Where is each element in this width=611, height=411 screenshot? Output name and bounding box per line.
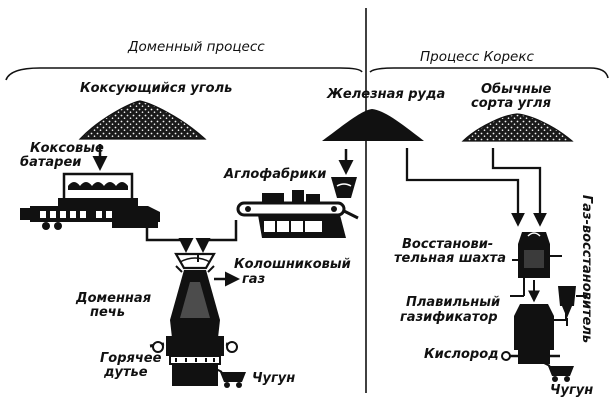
regular-coal-label-line1: Обычные	[481, 82, 552, 97]
pig-iron-right-label: Чугун	[550, 383, 594, 398]
coking-coal-pile	[78, 100, 207, 140]
hot-blast-label-line1: Горячее	[100, 351, 162, 366]
right-section-bracket	[369, 67, 609, 79]
corex-feed-lines	[405, 148, 547, 227]
sinter-plant	[236, 177, 359, 238]
regular-coal-pile	[461, 113, 574, 142]
pig-iron-ladle-left	[213, 367, 246, 388]
left-section-bracket	[5, 67, 363, 81]
melter-gasifier	[501, 304, 560, 364]
top-gas-label-line1: Колошниковый	[234, 257, 351, 272]
coking-coal-label: Коксующийся уголь	[80, 81, 233, 96]
regular-coal-label-line2: сорта угля	[471, 96, 551, 111]
blast-furnace-label-line1: Доменная	[76, 291, 152, 306]
melter-gasifier-label-line1: Плавильный	[406, 295, 501, 310]
reduction-shaft	[512, 232, 562, 278]
hot-blast-label-line2: дутье	[104, 365, 148, 380]
section-dividers	[5, 8, 609, 393]
top-gas-label-line2: газ	[242, 272, 266, 287]
oxygen-label: Кислород	[424, 347, 499, 362]
blast-furnace-label-line2: печь	[90, 305, 125, 320]
iron-ore-label: Железная руда	[327, 87, 446, 102]
blast-furnace	[149, 252, 238, 386]
corex-section-title: Процесс Корекс	[420, 49, 534, 65]
reduction-shaft-label-line2: тельная шахта	[394, 251, 506, 266]
coke-batteries-label-line2: батареи	[20, 155, 82, 170]
pig-iron-ladle-right	[541, 361, 574, 382]
iron-ore-pile	[322, 109, 424, 141]
coke-battery	[20, 172, 160, 230]
reducing-gas-cyclone	[558, 286, 586, 326]
feed-lines-to-furnace	[145, 220, 238, 253]
coke-batteries-label-line1: Коксовые	[30, 141, 104, 156]
reducing-gas-label: Газ-восстановитель	[579, 194, 595, 344]
blast-furnace-section-title: Доменный процесс	[128, 39, 265, 55]
melter-gasifier-label-line2: газификатор	[400, 310, 498, 325]
reduction-shaft-label-line1: Восстанови-	[402, 237, 494, 252]
pig-iron-left-label: Чугун	[252, 371, 296, 386]
sinter-plants-label: Аглофабрики	[224, 167, 327, 182]
